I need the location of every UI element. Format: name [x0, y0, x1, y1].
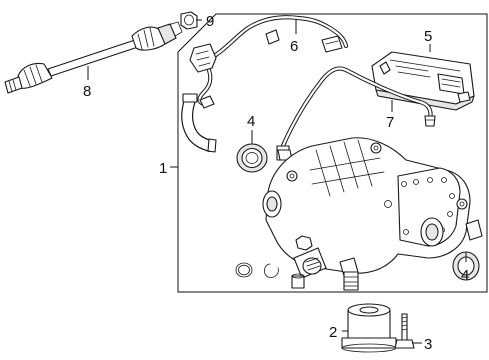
callout-2: 2 [329, 324, 337, 341]
bushing [341, 303, 397, 353]
callout-labels: 1 2 3 4 4 5 6 7 8 9 [83, 13, 469, 353]
leader-lines [87, 19, 467, 344]
bolt [394, 313, 415, 349]
callout-8: 8 [83, 83, 91, 100]
assembly-frame [177, 13, 488, 293]
small-bits [235, 235, 359, 291]
callout-4-upper: 4 [247, 113, 255, 130]
axle-nut [180, 11, 198, 30]
axle-shaft [4, 21, 183, 94]
callout-6: 6 [290, 38, 298, 55]
differential-housing [262, 137, 483, 279]
callout-4-lower: 4 [461, 267, 469, 284]
callout-1: 1 [159, 160, 167, 177]
callout-3: 3 [424, 336, 432, 353]
vent-hose [181, 93, 217, 153]
wiring-harness [189, 15, 349, 109]
callout-9: 9 [206, 13, 214, 30]
seal-upper [236, 143, 268, 173]
callout-7: 7 [386, 114, 394, 131]
callout-5: 5 [424, 28, 432, 45]
